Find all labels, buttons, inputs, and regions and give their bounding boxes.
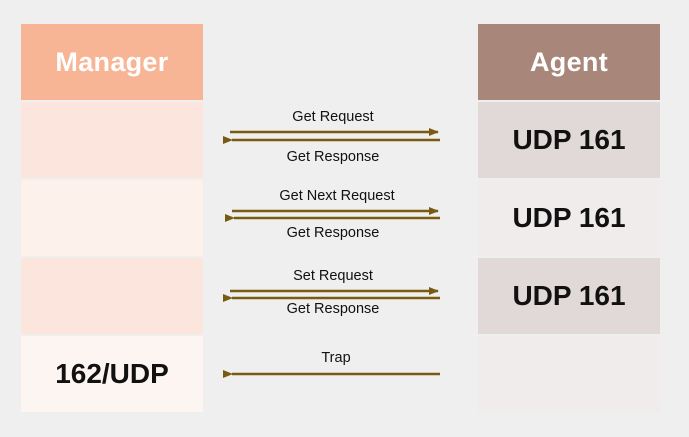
manager-header: Manager <box>21 24 203 100</box>
agent-port: UDP 161 <box>478 258 660 334</box>
agent-cell <box>478 336 660 412</box>
agent-column: Agent UDP 161 UDP 161 UDP 161 <box>478 24 660 412</box>
response-label: Get Response <box>286 149 380 165</box>
trap-label: Trap <box>321 350 351 366</box>
request-label: Get Request <box>292 109 374 125</box>
manager-column: Manager 162/UDP <box>21 24 203 412</box>
response-label: Get Response <box>286 225 380 241</box>
response-label: Get Response <box>286 301 380 317</box>
request-label: Get Next Request <box>279 188 395 204</box>
agent-port: UDP 161 <box>478 180 660 256</box>
manager-cell <box>21 102 203 178</box>
agent-port: UDP 161 <box>478 102 660 178</box>
agent-header: Agent <box>478 24 660 100</box>
request-label: Set Request <box>293 268 373 284</box>
manager-cell <box>21 180 203 256</box>
manager-trap-port: 162/UDP <box>21 336 203 412</box>
manager-cell <box>21 258 203 334</box>
